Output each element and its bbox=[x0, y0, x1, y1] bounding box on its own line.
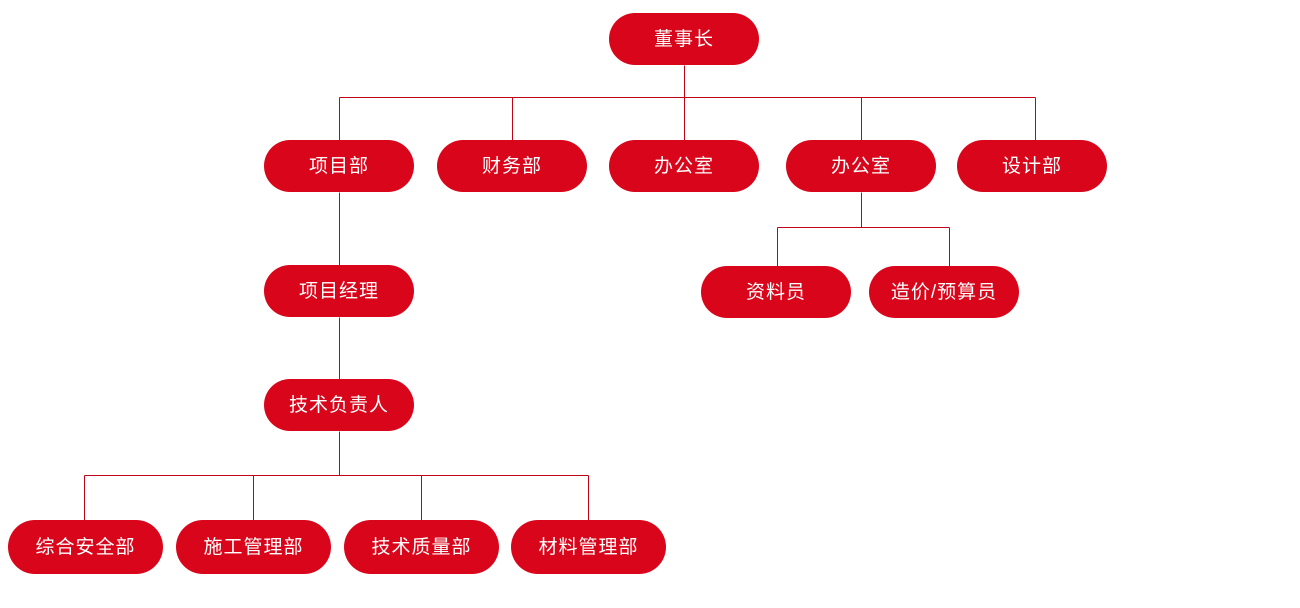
node-project-dept[interactable]: 项目部 bbox=[264, 140, 414, 192]
node-label: 资料员 bbox=[745, 281, 806, 303]
node-label: 技术质量部 bbox=[371, 536, 472, 558]
node-label: 综合安全部 bbox=[35, 536, 136, 558]
node-label: 技术负责人 bbox=[288, 394, 389, 416]
node-label: 材料管理部 bbox=[538, 536, 639, 558]
node-technical-lead[interactable]: 技术负责人 bbox=[264, 379, 414, 431]
node-label: 办公室 bbox=[653, 155, 714, 177]
node-quality-dept[interactable]: 技术质量部 bbox=[344, 520, 499, 574]
node-archivist[interactable]: 资料员 bbox=[701, 266, 851, 318]
node-label: 财务部 bbox=[481, 155, 542, 177]
node-design-dept[interactable]: 设计部 bbox=[957, 140, 1107, 192]
node-cost-estimator[interactable]: 造价/预算员 bbox=[869, 266, 1019, 318]
node-chairman[interactable]: 董事长 bbox=[609, 13, 759, 65]
node-label: 施工管理部 bbox=[203, 536, 304, 558]
node-office-2[interactable]: 办公室 bbox=[786, 140, 936, 192]
node-project-manager[interactable]: 项目经理 bbox=[264, 265, 414, 317]
node-label: 董事长 bbox=[653, 28, 714, 50]
node-construction-dept[interactable]: 施工管理部 bbox=[176, 520, 331, 574]
node-label: 造价/预算员 bbox=[890, 281, 998, 303]
node-office-1[interactable]: 办公室 bbox=[609, 140, 759, 192]
node-label: 项目部 bbox=[308, 155, 369, 177]
node-label: 设计部 bbox=[1001, 155, 1062, 177]
node-safety-dept[interactable]: 综合安全部 bbox=[8, 520, 163, 574]
node-label: 办公室 bbox=[830, 155, 891, 177]
node-label: 项目经理 bbox=[298, 280, 379, 302]
node-material-dept[interactable]: 材料管理部 bbox=[511, 520, 666, 574]
node-finance-dept[interactable]: 财务部 bbox=[437, 140, 587, 192]
